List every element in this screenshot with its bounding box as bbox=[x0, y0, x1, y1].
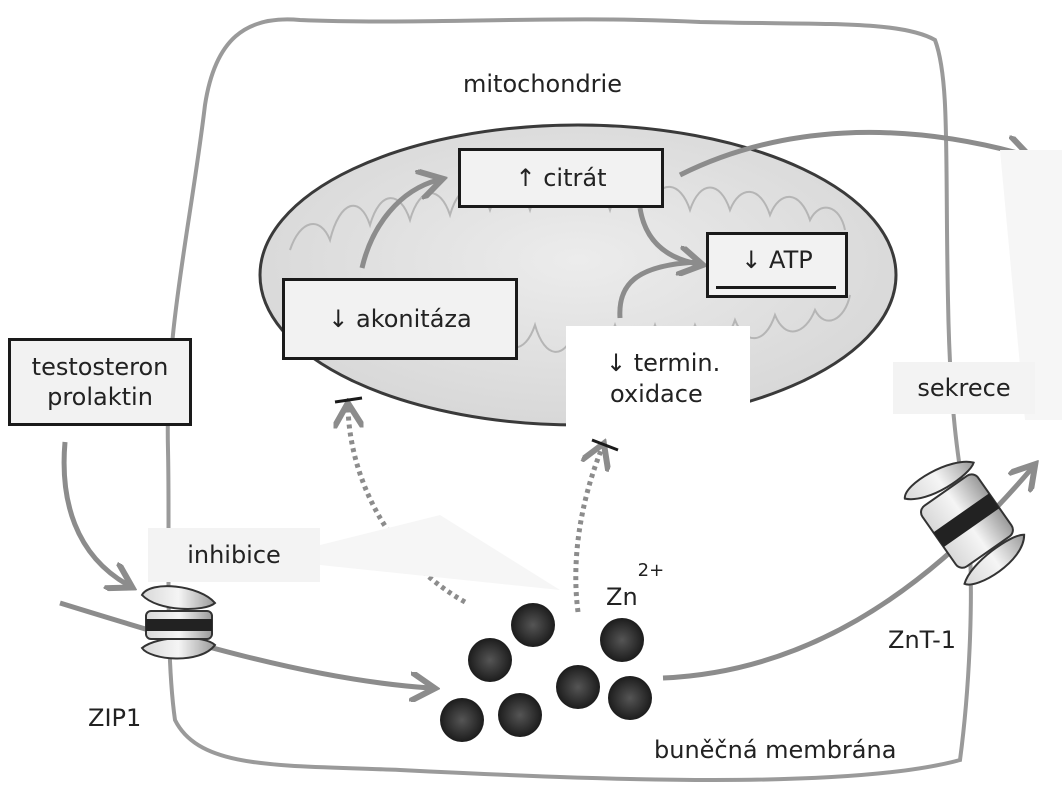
akonitaza-box: ↓ akonitáza bbox=[282, 278, 518, 360]
inhibition-arrow-oxidace bbox=[573, 448, 602, 613]
zn-symbol: Zn bbox=[606, 583, 638, 611]
atp-underline bbox=[716, 286, 836, 289]
citrat-label: ↑ citrát bbox=[515, 164, 607, 192]
hormones-box: testosteron prolaktin bbox=[8, 338, 192, 426]
oxidace-box: ↓ termin. oxidace bbox=[566, 326, 750, 436]
inhibition-arrow-akonitaza bbox=[348, 408, 467, 605]
termin-label: ↓ termin. bbox=[606, 349, 721, 377]
zinc-ion-icon bbox=[440, 698, 484, 742]
inhibition-bar-akonitaza bbox=[334, 396, 363, 404]
sekrece-panel: sekrece bbox=[893, 362, 1035, 414]
oxidace-label: oxidace bbox=[610, 380, 703, 409]
atp-label: ↓ ATP bbox=[741, 246, 813, 274]
zinc-ion-icon bbox=[511, 603, 555, 647]
zinc-ion-icon bbox=[600, 618, 644, 662]
zinc-ion-icon bbox=[556, 665, 600, 709]
arrow-hormones-to-zip1 bbox=[61, 441, 128, 585]
znt1-transporter-icon bbox=[903, 460, 1026, 586]
citrat-box: ↑ citrát bbox=[458, 148, 664, 208]
testosteron-label: testosteron bbox=[31, 353, 169, 381]
arrow-oxidace-to-atp bbox=[617, 259, 699, 319]
secrece-callout-shape bbox=[1000, 150, 1062, 420]
zinc-ion-icon bbox=[608, 676, 652, 720]
arrow-akonitaza-to-citrat bbox=[359, 180, 438, 269]
zinc-ion-label: Zn2+ bbox=[606, 560, 664, 612]
znt1-label: ZnT-1 bbox=[888, 626, 957, 654]
prolaktin-label: prolaktin bbox=[47, 383, 153, 411]
arrow-citrat-secretion bbox=[678, 130, 1025, 178]
akonitaza-label: ↓ akonitáza bbox=[328, 305, 472, 333]
sekrece-label: sekrece bbox=[917, 374, 1011, 402]
zinc-ion-icon bbox=[468, 638, 512, 682]
mitochondrie-label: mitochondrie bbox=[463, 70, 622, 98]
zip1-transporter-icon bbox=[140, 585, 217, 660]
cell-membrane-label: buněčná membrána bbox=[654, 736, 897, 764]
zinc-ion-icon bbox=[498, 693, 542, 737]
zn-charge: 2+ bbox=[637, 560, 665, 581]
zip1-label: ZIP1 bbox=[88, 704, 142, 732]
inhibice-callout-shape bbox=[320, 515, 560, 590]
inhibice-label: inhibice bbox=[187, 541, 281, 569]
inhibice-panel: inhibice bbox=[148, 528, 320, 582]
inhibition-bar-oxidace bbox=[591, 438, 619, 452]
arrow-zinc-uptake bbox=[59, 600, 430, 688]
